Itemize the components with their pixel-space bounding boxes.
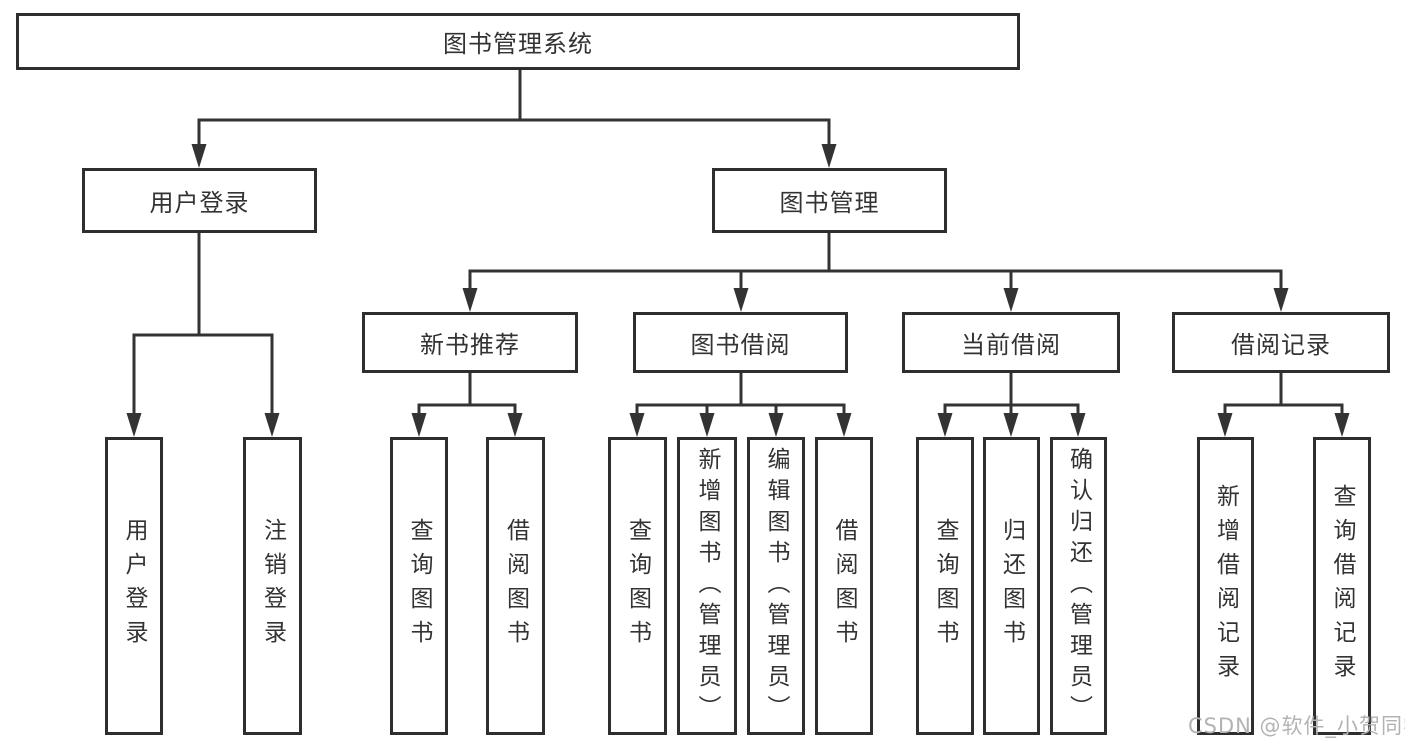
leaf-label: 借阅图书 (502, 518, 529, 654)
leaf-label: 确认归还（管理员） (1065, 446, 1092, 726)
leaf-query-borrow-record: 查询借阅记录 (1313, 437, 1371, 735)
leaf-query-books: 查询图书 (916, 437, 974, 735)
leaf-logout: 注销登录 (243, 437, 302, 735)
leaf-label: 归还图书 (998, 518, 1025, 654)
leaf-borrow-books: 借阅图书 (815, 437, 873, 735)
node-label: 图书借阅 (690, 331, 791, 359)
node-label: 图书管理系统 (443, 30, 593, 58)
leaf-label: 查询图书 (932, 518, 958, 654)
node-label: 当前借阅 (961, 331, 1061, 359)
connector (132, 68, 1344, 418)
leaf-label: 查询图书 (624, 518, 651, 654)
node-book-management: 图书管理 (712, 168, 947, 233)
node-borrow-records: 借阅记录 (1172, 312, 1390, 373)
leaf-label: 新增借阅记录 (1212, 484, 1239, 688)
node-label: 用户登录 (149, 189, 250, 217)
leaf-borrow-books: 借阅图书 (486, 437, 545, 735)
leaf-user-login: 用户登录 (105, 437, 163, 735)
node-current-borrow: 当前借阅 (902, 312, 1120, 373)
leaf-query-books: 查询图书 (608, 437, 667, 735)
leaf-label: 编辑图书（管理员） (763, 446, 789, 726)
leaf-label: 新增图书（管理员） (694, 446, 720, 726)
leaf-label: 查询图书 (406, 518, 432, 654)
leaf-return-book: 归还图书 (983, 437, 1040, 735)
csdn-watermark: CSDN @软件_小贺同学 (1188, 714, 1405, 738)
node-new-book-recommend: 新书推荐 (362, 312, 578, 373)
leaf-label: 借阅图书 (831, 518, 857, 654)
node-book-borrow: 图书借阅 (633, 312, 848, 373)
leaf-confirm-return-admin: 确认归还（管理员） (1050, 437, 1107, 735)
arrow-down-icon (126, 144, 1350, 437)
leaf-edit-book-admin: 编辑图书（管理员） (747, 437, 805, 735)
node-library-management-system: 图书管理系统 (16, 13, 1020, 70)
leaf-query-books: 查询图书 (390, 437, 448, 735)
leaf-label: 注销登录 (259, 518, 286, 654)
leaf-label: 用户登录 (121, 518, 147, 654)
node-label: 借阅记录 (1231, 331, 1331, 359)
leaf-label: 查询借阅记录 (1329, 484, 1355, 688)
leaf-add-book-admin: 新增图书（管理员） (677, 437, 737, 735)
node-user-login: 用户登录 (82, 168, 317, 233)
node-label: 图书管理 (779, 189, 880, 217)
node-label: 新书推荐 (420, 331, 520, 359)
leaf-add-borrow-record: 新增借阅记录 (1197, 437, 1254, 735)
